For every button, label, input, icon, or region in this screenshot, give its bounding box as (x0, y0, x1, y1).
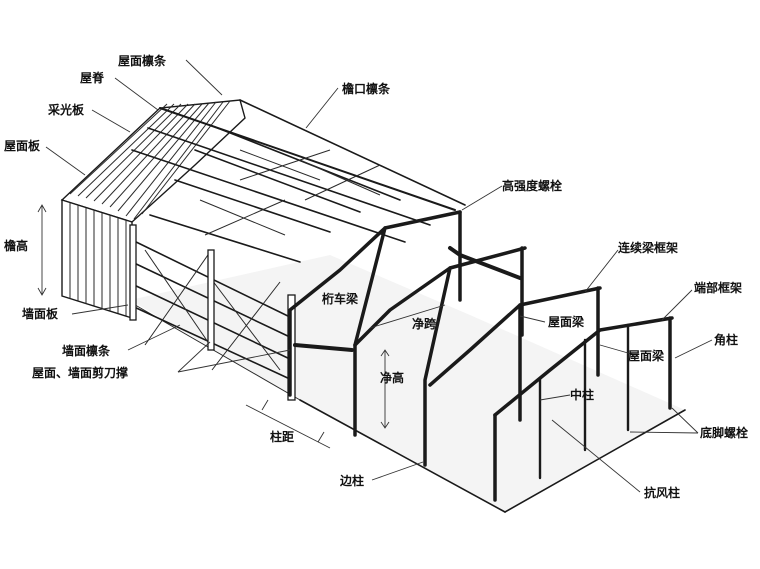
label-wall-panel: 墙面板 (22, 306, 59, 321)
label-anchor-bolt: 底脚螺栓 (700, 425, 748, 440)
label-continuous-beam-frame: 连续梁框架 (618, 240, 678, 255)
label-corner-column: 角柱 (714, 332, 738, 347)
label-roof-purlin: 屋面檩条 (118, 53, 167, 68)
label-end-frame: 端部框架 (694, 280, 742, 295)
wall-panel-area (61, 199, 133, 319)
roof-purlins (131, 99, 466, 263)
label-bracing: 屋面、墙面剪刀撑 (32, 365, 128, 380)
label-skylight: 采光板 (47, 102, 85, 117)
label-side-column: 边柱 (339, 473, 364, 488)
roof-panel-area (60, 99, 246, 223)
label-eave-purlin: 檐口檩条 (342, 81, 391, 96)
label-high-strength-bolt: 高强度螺栓 (502, 178, 562, 193)
label-wind-column: 抗风柱 (644, 485, 680, 500)
label-roof-panel: 屋面板 (4, 138, 41, 153)
label-ridge: 屋脊 (80, 70, 105, 85)
label-column-spacing: 柱距 (270, 429, 294, 444)
crane-beams (293, 246, 522, 352)
rigid-frame-2 (353, 246, 527, 467)
label-middle-column: 中柱 (570, 387, 594, 402)
label-roof-beam-2: 屋面梁 (628, 348, 664, 363)
label-clear-height: 净高 (380, 370, 404, 385)
end-frame (493, 316, 674, 502)
dimension-marks (37, 204, 446, 449)
label-wall-purlin: 墙面檩条 (62, 343, 111, 358)
leader-lines (45, 59, 713, 493)
label-roof-beam-1: 屋面梁 (548, 314, 584, 329)
label-clear-span: 净跨 (412, 316, 437, 331)
label-eave-height: 檐高 (4, 238, 28, 253)
label-crane-beam: 桁车梁 (322, 291, 358, 306)
